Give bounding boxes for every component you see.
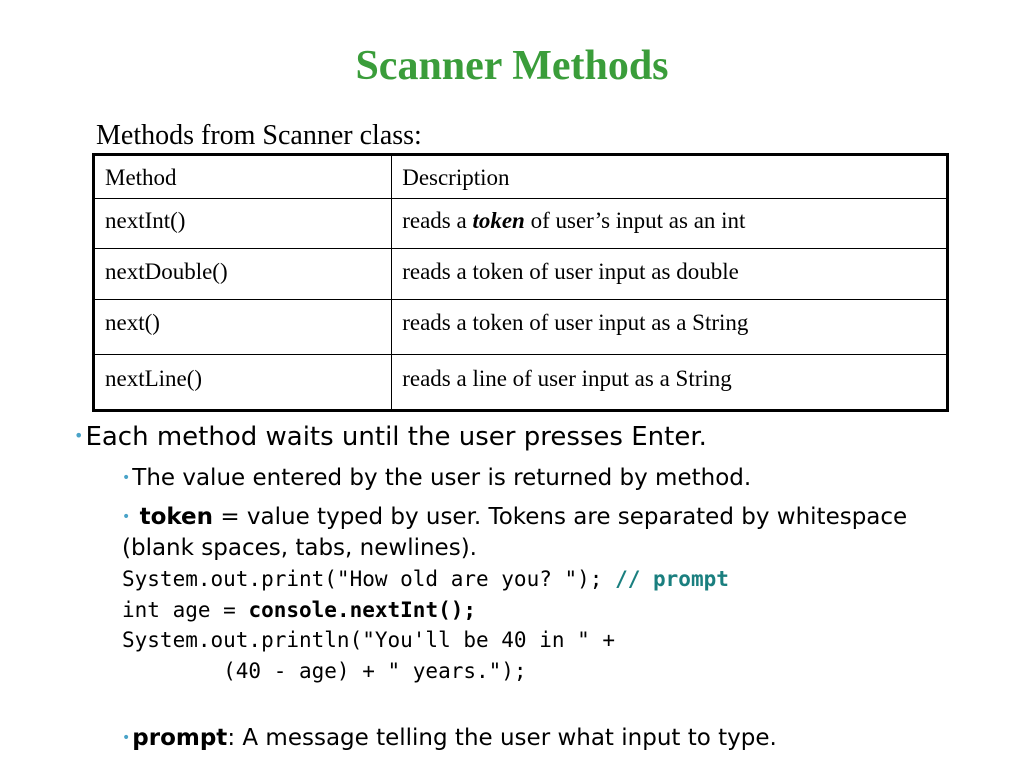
code-line-3: System.out.println("You'll be 40 in " +: [122, 628, 616, 652]
slide-title: Scanner Methods: [355, 43, 669, 89]
token-term: token: [139, 504, 214, 530]
bullet-dot-icon: •: [122, 509, 131, 525]
bullet-main-text: Each method waits until the user presses…: [85, 422, 707, 452]
table-row: nextDouble() reads a token of user input…: [92, 248, 948, 300]
bullet-main: •Each method waits until the user presse…: [74, 422, 707, 452]
code-example: System.out.print("How old are you? "); /…: [122, 564, 729, 686]
bullet-dot-icon: •: [74, 426, 84, 445]
description-cell: reads a token of user’s input as an int: [391, 198, 948, 249]
table-caption: Methods from Scanner class:: [96, 120, 422, 151]
code-line-1: System.out.print("How old are you? "); /…: [122, 567, 729, 591]
token-emphasis: token: [472, 208, 525, 233]
code-comment: // prompt: [615, 567, 729, 591]
bullet-dot-icon: •: [122, 470, 131, 486]
description-cell: reads a token of user input as a String: [391, 299, 948, 355]
table-header-row: Method Description: [92, 154, 948, 199]
method-cell: nextInt(): [92, 198, 393, 249]
bullet-dot-icon: •: [122, 730, 131, 746]
table-row: nextInt() reads a token of user’s input …: [92, 198, 948, 249]
method-cell: next(): [92, 299, 393, 355]
code-line-4: (40 - age) + " years.");: [122, 658, 527, 683]
header-method: Method: [92, 154, 393, 199]
description-cell: reads a line of user input as a String: [391, 354, 948, 411]
prompt-term: prompt: [132, 725, 228, 751]
prompt-definition: : A message telling the user what input …: [227, 725, 777, 751]
header-description: Description: [391, 154, 948, 199]
description-text: reads a: [402, 208, 473, 233]
code-bold: console.nextInt();: [248, 597, 477, 622]
code-line-2: int age = console.nextInt();: [122, 598, 476, 622]
table-row: nextLine() reads a line of user input as…: [92, 354, 948, 411]
bullet-sub-token: • token = value typed by user. Tokens ar…: [122, 502, 942, 564]
method-cell: nextDouble(): [92, 248, 393, 300]
code-text: int age =: [122, 597, 249, 622]
description-text: of user’s input as an int: [524, 208, 746, 233]
token-definition: = value typed by user. Tokens are separa…: [122, 504, 908, 561]
bullet-sub-prompt: •prompt: A message telling the user what…: [122, 723, 777, 754]
bullet-sub-return-text: The value entered by the user is returne…: [132, 465, 752, 491]
method-cell: nextLine(): [92, 354, 393, 411]
code-text: System.out.print("How old are you? ");: [122, 567, 616, 591]
bullet-sub-return: •The value entered by the user is return…: [122, 463, 751, 494]
description-cell: reads a token of user input as double: [391, 248, 948, 300]
table-row: next() reads a token of user input as a …: [92, 299, 948, 355]
methods-table: Method Description nextInt() reads a tok…: [92, 153, 949, 412]
